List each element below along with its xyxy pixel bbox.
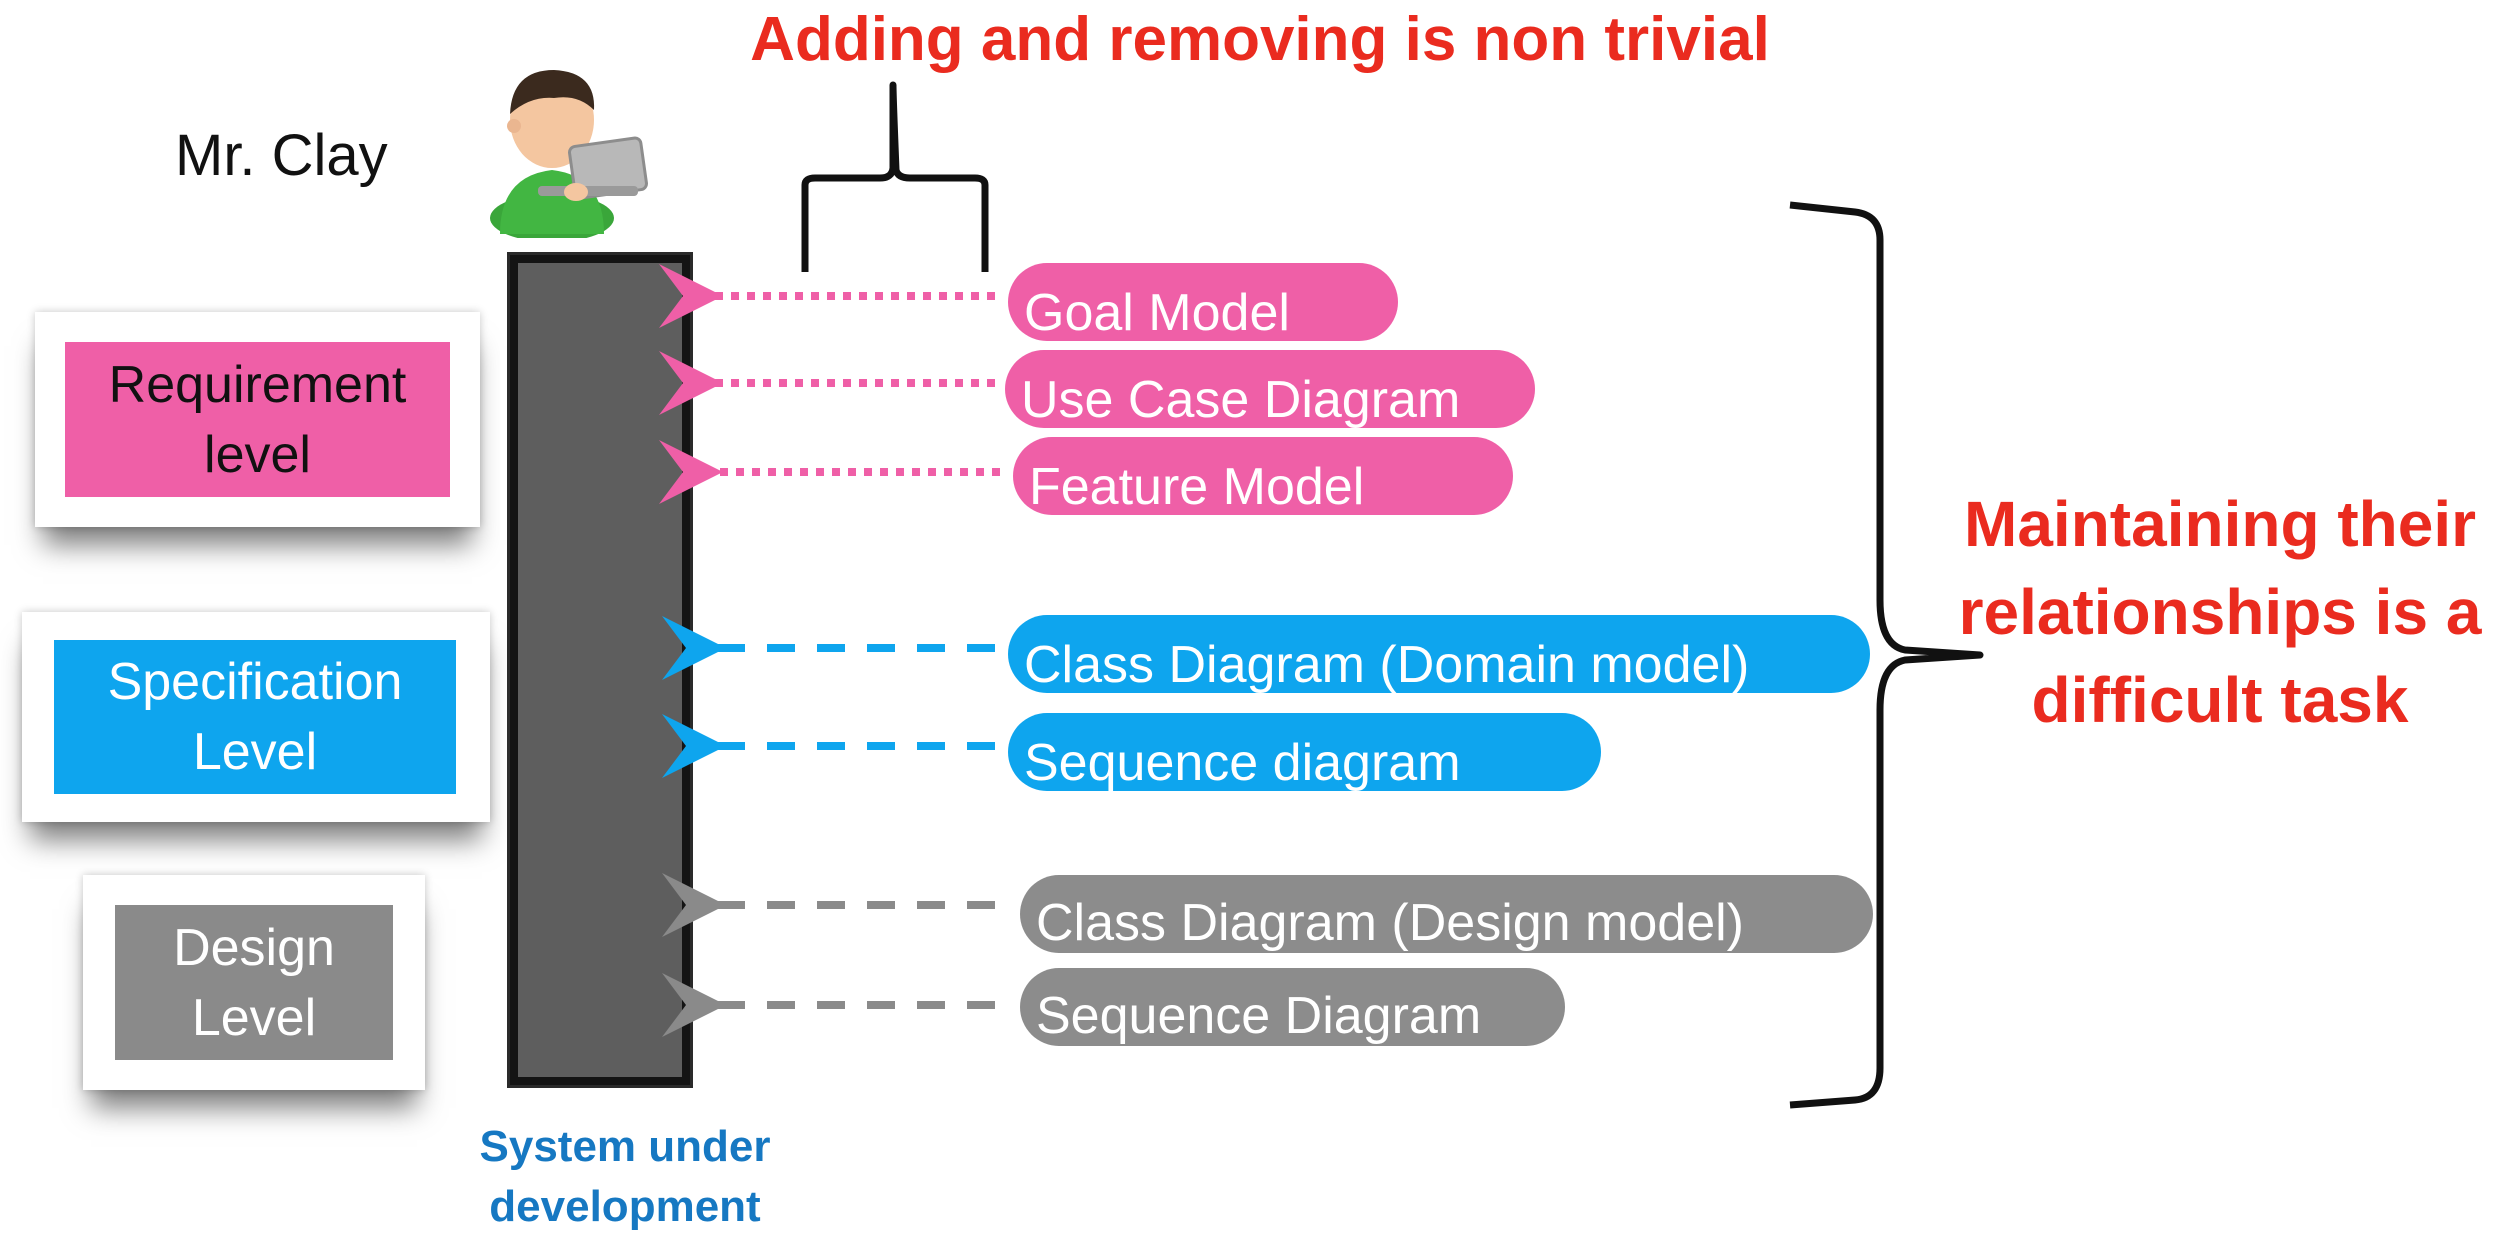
specification-level-card: Specification Level — [22, 612, 490, 822]
system-label: System under development — [479, 1122, 771, 1231]
requirement-level-label: Requirement level — [65, 342, 450, 497]
model-sequence-spec: Sequence diagram — [1008, 713, 1601, 791]
model-class-domain: Class Diagram (Domain model) — [1008, 615, 1870, 693]
design-level-label: Design Level — [115, 905, 393, 1060]
design-level-card: Design Level — [83, 875, 425, 1090]
model-sequence-design: Sequence Diagram — [1020, 968, 1565, 1046]
model-use-case: Use Case Diagram — [1005, 350, 1535, 428]
right-brace — [1789, 201, 1984, 1109]
person-with-laptop-icon — [490, 70, 648, 238]
specification-level-label: Specification Level — [54, 640, 456, 794]
conclusion-text: Maintaining their relationships is a dif… — [1958, 488, 2482, 736]
stakeholder-name: Mr. Clay — [175, 123, 388, 188]
title: Adding and removing is non trivial — [750, 5, 1770, 74]
top-brace — [801, 81, 989, 272]
model-goal: Goal Model — [1008, 263, 1398, 341]
model-feature: Feature Model — [1013, 437, 1513, 515]
requirement-level-card: Requirement level — [35, 312, 480, 527]
model-class-design: Class Diagram (Design model) — [1020, 875, 1873, 953]
